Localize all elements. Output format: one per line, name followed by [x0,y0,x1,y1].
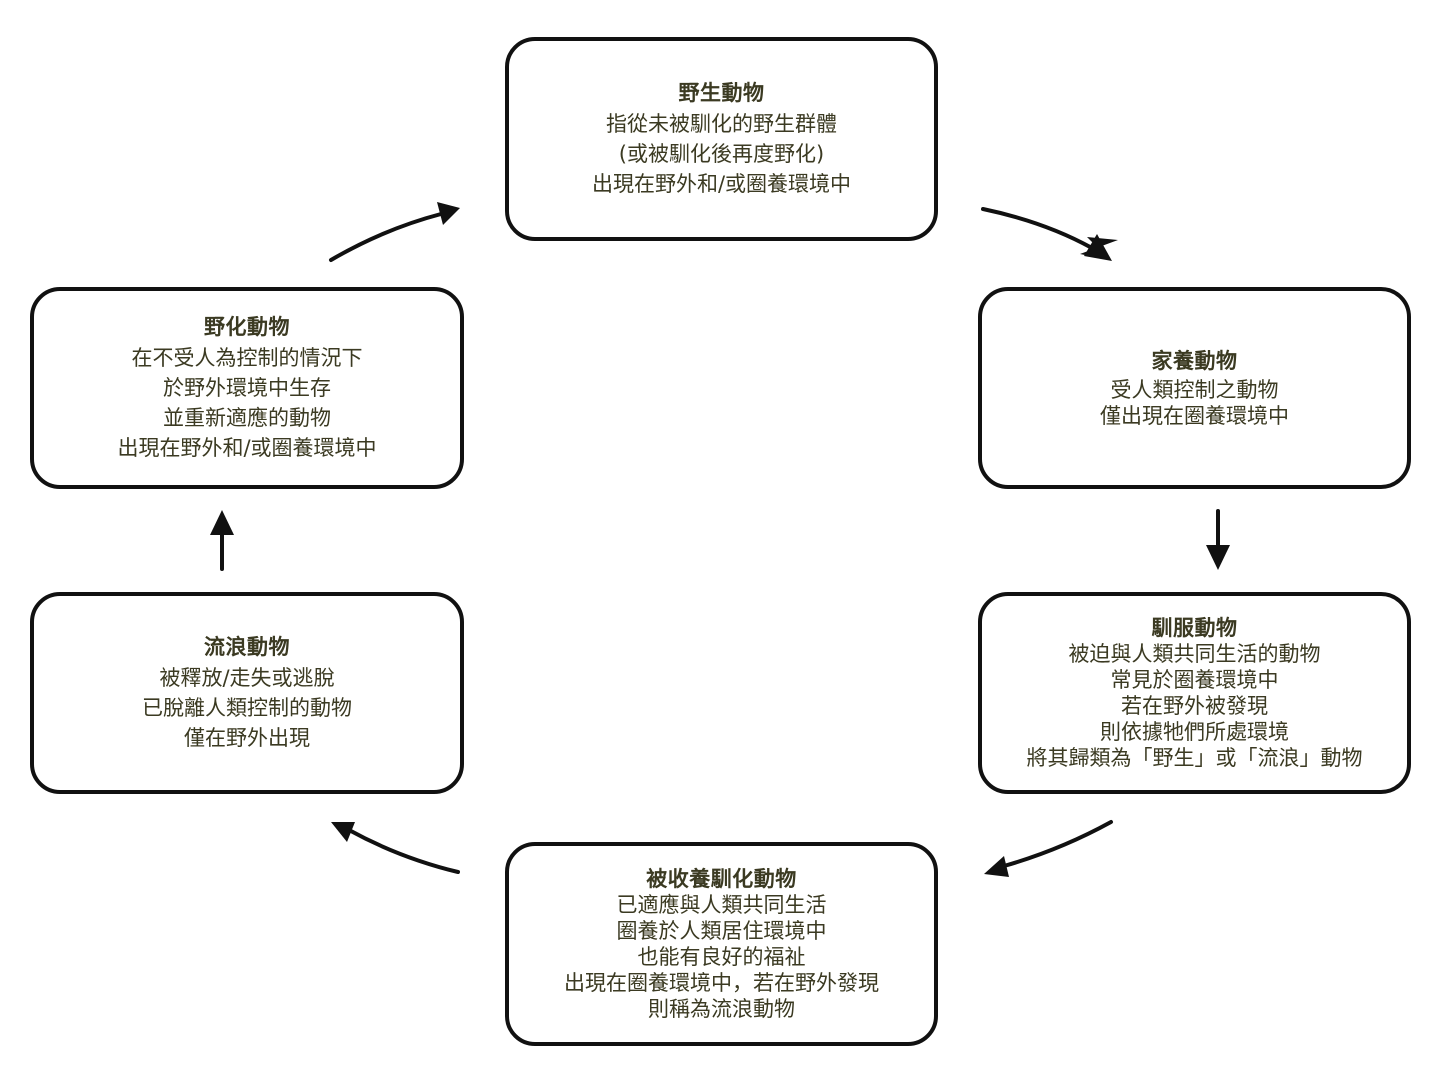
node-line: 出現在野外和/或圈養環境中 [117,436,377,460]
node-line: 並重新適應的動物 [162,406,331,430]
node-stray-animals: 流浪動物 被釋放/走失或逃脫 已脫離人類控制的動物 僅在野外出現 [30,592,464,794]
node-line: 則依據牠們所處環境 [1100,720,1289,744]
node-line: 於野外環境中生存 [162,376,331,400]
node-tamed-animals: 馴服動物 被迫與人類共同生活的動物 常見於圈養環境中 若在野外被發現 則依據牠們… [978,592,1411,794]
arrow-feral-to-wild [329,212,443,262]
node-title: 野生動物 [678,81,765,105]
node-line: 被釋放/走失或逃脫 [159,666,335,690]
arrowhead-tamed-to-adopted [984,856,1009,877]
node-line: 若在野外被發現 [1121,694,1268,718]
arrowhead-adopted-to-stray [331,822,355,842]
node-description: 已適應與人類共同生活 圈養於人類居住環境中 也能有良好的福祉 出現在圈養環境中，… [564,892,879,1022]
arrow-wild-to-domestic [981,207,1094,250]
node-line: 受人類控制之動物 [1110,378,1279,402]
node-line: 已脫離人類控制的動物 [142,696,352,720]
node-title: 被收養馴化動物 [646,867,797,891]
node-title: 野化動物 [204,315,290,339]
node-line: 在不受人為控制的情況下 [131,346,363,370]
arrowhead-wild-to-domestic-fill [1084,234,1112,261]
arrowhead-stray-to-feral [210,510,234,535]
node-description: 被迫與人類共同生活的動物 常見於圈養環境中 若在野外被發現 則依據牠們所處環境 … [1027,641,1363,771]
arrow-tamed-to-adopted [1002,820,1113,868]
node-line: 圈養於人類居住環境中 [616,919,827,943]
node-line: 將其歸類為「野生」或「流浪」動物 [1026,746,1363,770]
node-adopted-domesticated-animals: 被收養馴化動物 已適應與人類共同生活 圈養於人類居住環境中 也能有良好的福祉 出… [505,842,938,1046]
node-title: 馴服動物 [1151,616,1238,640]
node-description: 在不受人為控制的情況下 於野外環境中生存 並重新適應的動物 出現在野外和/或圈養… [117,343,376,463]
node-line: 也能有良好的福祉 [637,945,806,969]
arrowhead-domestic-to-tamed [1206,545,1230,570]
node-line: 被迫與人類共同生活的動物 [1068,642,1321,666]
arrowhead-feral-to-wild [437,202,460,225]
node-description: 指從未被馴化的野生群體 (或被馴化後再度野化) 出現在野外和/或圈養環境中 [592,109,851,199]
node-line: 僅出現在圈養環境中 [1100,404,1289,428]
node-line: 僅在野外出現 [184,726,310,750]
node-line: 出現在野外和/或圈養環境中 [591,172,852,196]
node-line: 指從未被馴化的野生群體 [605,112,837,136]
node-title: 家養動物 [1151,349,1238,373]
node-line: 則稱為流浪動物 [648,997,795,1021]
node-line: (或被馴化後再度野化) [618,142,825,166]
node-domestic-animals: 家養動物 受人類控制之動物 僅出現在圈養環境中 [978,287,1411,489]
node-title: 流浪動物 [204,635,290,659]
arrowhead-wild-to-domestic [1080,237,1118,260]
node-line: 已適應與人類共同生活 [616,893,827,917]
node-description: 被釋放/走失或逃脫 已脫離人類控制的動物 僅在野外出現 [142,663,352,753]
node-line: 出現在圈養環境中，若在野外發現 [564,971,879,995]
node-feral-animals: 野化動物 在不受人為控制的情況下 於野外環境中生存 並重新適應的動物 出現在野外… [30,287,464,489]
node-description: 受人類控制之動物 僅出現在圈養環境中 [1100,377,1289,429]
node-line: 常見於圈養環境中 [1110,668,1279,692]
arrow-adopted-to-stray [347,828,460,874]
node-wild-animals: 野生動物 指從未被馴化的野生群體 (或被馴化後再度野化) 出現在野外和/或圈養環… [505,37,938,241]
